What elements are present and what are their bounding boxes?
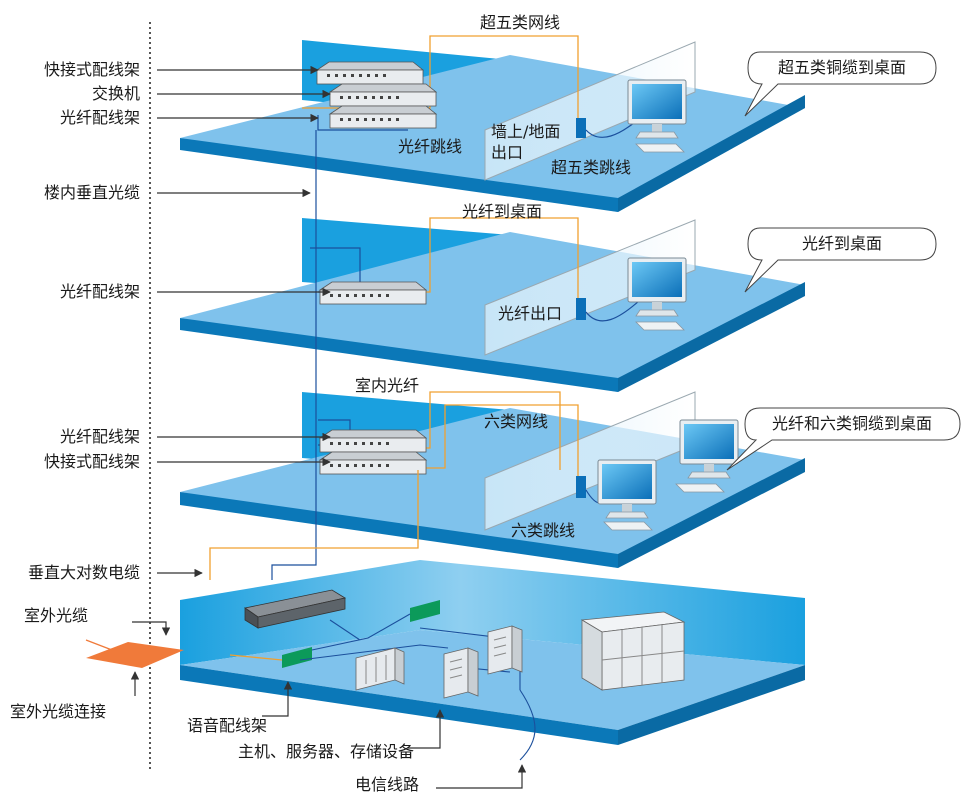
floor2-partition [484,219,696,356]
floor2-bubble: 光纤到桌面 [801,234,882,253]
floor1-switch [329,83,437,107]
floor3-keyboard-back [675,483,725,493]
floor1-outlet-label-2: 出口 [491,143,524,162]
floor-1 [180,35,805,212]
floor2-fiber-patch-panel [319,281,427,305]
floor3-quick-patch-panel [319,451,427,475]
floor2-cable-label: 光纤到桌面 [462,202,543,221]
bubble-shapes [726,51,961,471]
voice-patch-panel-shape [282,647,312,668]
floor3-cable-label-2: 六类网线 [484,412,549,431]
floor1-wall-outlet [576,118,586,138]
label-voice-patch-panel: 语音配线架 [187,716,268,735]
floor2-outlet-label: 光纤出口 [498,304,563,323]
floor3-keyboard-front [603,521,653,531]
floor2-fiber-outlet [576,298,586,320]
label-fiber-patch-panel-3: 光纤配线架 [59,427,140,446]
floor3-outlet [576,476,586,498]
floor-2 [180,217,805,392]
label-outdoor-fiber-connection: 室外光缆连接 [10,702,107,721]
label-building-vertical-fiber: 楼内垂直光缆 [43,183,140,202]
server-tower-middle [443,647,479,699]
floor1-patch-label: 光纤跳线 [398,137,463,156]
floor1-keyboard [635,143,685,153]
vertical-fiber-riser [271,130,317,580]
floor1-cable-label: 超五类网线 [480,13,561,32]
server-tower-right [487,625,523,675]
outdoor-fiber-pad [86,642,184,668]
floor1-fiber-patch-panel [329,105,437,129]
floor1-bubble: 超五类铜缆到桌面 [777,58,906,77]
floor3-fiber-patch-panel [319,429,427,453]
floor2-keyboard [635,321,685,331]
label-fiber-patch-panel-2: 光纤配线架 [59,282,140,301]
basement [180,560,805,761]
floor3-cable-label: 室内光纤 [355,376,420,395]
label-switch: 交换机 [91,84,140,103]
floor1-partition [484,41,696,181]
label-outdoor-fiber-cable: 室外光缆 [24,606,89,625]
label-host-servers-storage: 主机、服务器、存储设备 [238,742,415,761]
label-fiber-patch-panel-1: 光纤配线架 [59,108,140,127]
floor3-desk-patch-label: 六类跳线 [511,521,576,540]
label-arrows [130,65,527,789]
floor1-desk-patch-label: 超五类跳线 [551,158,632,177]
floor-3 [180,391,805,568]
label-telecom-line: 电信线路 [355,775,420,794]
floor3-bubble: 光纤和六类铜缆到桌面 [771,414,932,433]
floor1-quick-patch-panel [316,61,424,85]
label-quick-patch-panel-2: 快接式配线架 [43,452,140,471]
floor1-outlet-label-1: 墙上/地面 [491,122,561,141]
storage-array [580,611,686,691]
vertical-copper-riser [209,470,419,580]
server-cluster-small [355,647,405,691]
label-vertical-large-pair-cable: 垂直大对数电缆 [27,563,140,582]
label-quick-patch-panel-1: 快接式配线架 [43,60,140,79]
